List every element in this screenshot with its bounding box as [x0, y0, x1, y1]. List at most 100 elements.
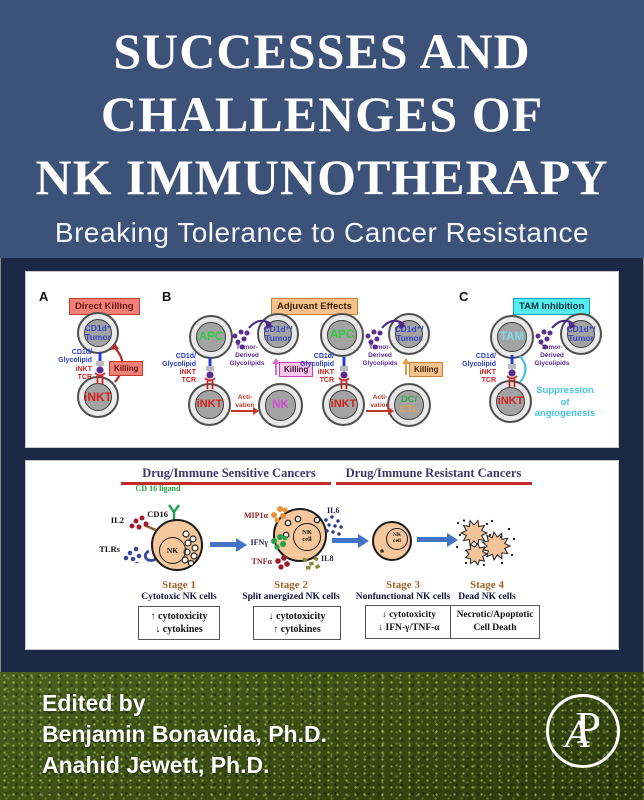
- editors-block: Edited by Benjamin Bonavida, Ph.D. Anahi…: [42, 688, 327, 781]
- figure-inkt-mechanisms: A Direct Killing CD1d⁺Tumor iNKT CD1d/Gl…: [25, 271, 619, 448]
- apc-cell-b2: APC: [320, 313, 364, 357]
- cd16-label: CD16: [147, 509, 168, 519]
- nk-cell-stage3: NK cell: [372, 521, 412, 561]
- killing-label-a: Killing: [109, 361, 144, 376]
- tumor-cell-a: CD1d⁺Tumor: [77, 312, 119, 354]
- inkt-cell-c: iNKT: [489, 380, 532, 423]
- footer: Edited by Benjamin Bonavida, Ph.D. Anahi…: [0, 672, 644, 800]
- immune-synapse-icon-b2: [338, 357, 350, 389]
- il6-cluster: [324, 515, 343, 536]
- glycolipid-dots-arrow-b2: [365, 319, 406, 350]
- arrow-stage1-to-stage2: [210, 537, 247, 552]
- adjuvant-effects-label: Adjuvant Effects: [271, 298, 358, 315]
- panel-a-letter: A: [39, 289, 49, 304]
- book-subtitle: Breaking Tolerance to Cancer Resistance: [54, 217, 590, 248]
- il2-label: IL2: [110, 515, 124, 525]
- stage1-label: Stage 1: [162, 579, 196, 591]
- cd1d-glycolipid-label-a: CD1d/Glycolipid: [58, 349, 92, 364]
- stage3-effects-box: ↓ cytotoxicity↓ IFN-γ/TNF-α: [365, 605, 453, 639]
- stage4-caption: Dead NK cells: [458, 592, 516, 602]
- ifng-cluster: [271, 534, 288, 550]
- glycolipid-dots-arrow-b1: [232, 319, 273, 350]
- tnfa-label: TNFα: [251, 557, 272, 566]
- nk-granules-stage2: [282, 515, 321, 539]
- nk-cell-stage1: NK: [151, 519, 203, 571]
- killing-arrow-b1: [272, 358, 280, 375]
- immune-synapse-icon-c: [506, 355, 518, 387]
- dead-nk-cells-graphic: [455, 519, 516, 567]
- activation-label-b1: Acti-vation: [235, 394, 255, 409]
- nk-nucleus-stage2: NK cell: [293, 523, 321, 551]
- resistant-cancers-header: Drug/Immune Resistant Cancers: [345, 466, 522, 480]
- logo-letter-a: A: [564, 710, 590, 756]
- immune-synapse-icon-b1: [204, 357, 216, 389]
- stage3-label: Stage 3: [386, 579, 420, 591]
- panel-c-letter: C: [459, 289, 469, 304]
- nk-nucleus-stage3: NK cell: [386, 528, 408, 550]
- cd16-ligand-label: CD 16 ligand: [135, 484, 181, 493]
- sensitive-underline: [121, 482, 331, 485]
- title-line-2: CHALLENGES OF: [100, 86, 544, 142]
- arrow-stage3-to-stage4: [417, 532, 458, 547]
- arrow-stage2-to-stage3: [332, 533, 369, 548]
- activation-arrow-b2: [366, 407, 394, 415]
- il6-label: IL6: [327, 506, 340, 515]
- mip1a-cluster: [271, 506, 288, 523]
- logo-letter-p: P: [575, 701, 602, 753]
- mip1a-label: MIP1α: [243, 511, 268, 520]
- glycolipid-dots-arrow-c: [535, 319, 576, 350]
- cd1d-glycolipid-label-b2: CD1d/Glycolipid: [300, 353, 334, 368]
- stage4-label: Stage 4: [470, 579, 504, 591]
- il8-label: IL8: [321, 554, 334, 563]
- stage1-effects-box: ↑ cytotoxicity↓ cytokines: [138, 606, 220, 640]
- ifng-label: IFNγ: [250, 538, 268, 547]
- stage2-label: Stage 2: [274, 579, 308, 591]
- activation-label-b2: Acti-vation: [370, 394, 390, 409]
- tam-inhibition-label: TAM Inhibition: [513, 298, 591, 315]
- killing-arrow-b2: [402, 358, 410, 375]
- il8-cluster: [302, 556, 321, 570]
- stage3-caption: Nonfunctional NK cells: [355, 592, 451, 602]
- resistant-underline: [336, 482, 532, 485]
- editor-2: Anahid Jewett, Ph.D.: [42, 752, 270, 778]
- dc-ctl-cell: DC/CTL: [387, 383, 431, 427]
- inkt-cell-b2: iNKT: [322, 383, 365, 426]
- title-line-3: NK IMMUNOTHERAPY: [35, 149, 609, 205]
- killing-label-b2: Killing: [409, 362, 444, 377]
- killing-label-b1: Killing: [279, 362, 314, 377]
- tlrs-label: TLRs: [99, 544, 120, 554]
- book-title: SUCCESSES AND CHALLENGES OF NK IMMUNOTHE…: [0, 0, 644, 209]
- stage2-effects-box: ↓ cytotoxicity↑ cytokines: [253, 606, 341, 640]
- stage2-caption: Split anergized NK cells: [242, 592, 340, 602]
- title-line-1: SUCCESSES AND: [113, 23, 531, 79]
- activation-arrow-b1: [231, 407, 259, 415]
- nk-granule-stage3: [380, 549, 384, 553]
- editor-1: Benjamin Bonavida, Ph.D.: [42, 721, 327, 747]
- suppression-arc: [519, 355, 527, 383]
- inkt-cell-b1: iNKT: [188, 383, 231, 426]
- cd1d-glycolipid-label-c: CD1d/Glycolipid: [462, 353, 496, 368]
- academic-press-logo: A P: [546, 694, 620, 768]
- nk-granules-stage1: [181, 530, 199, 567]
- immune-synapse-icon-a: [94, 352, 106, 384]
- edited-by-label: Edited by: [42, 690, 146, 716]
- sensitive-cancers-header: Drug/Immune Sensitive Cancers: [142, 466, 316, 480]
- panel-b-letter: B: [162, 289, 172, 304]
- figure-nk-stages: Drug/Immune Sensitive Cancers Drug/Immun…: [25, 460, 619, 650]
- apc-cell-b1: APC: [189, 315, 233, 359]
- cd1d-glycolipid-label-b1: CD1d/Glycolipid: [162, 353, 196, 368]
- tnfa-cluster: [275, 555, 290, 570]
- stage1-caption: Cytotoxic NK cells: [141, 592, 217, 602]
- nk-cell-b: NK: [258, 383, 303, 428]
- nk-nucleus-stage1: NK: [159, 537, 186, 564]
